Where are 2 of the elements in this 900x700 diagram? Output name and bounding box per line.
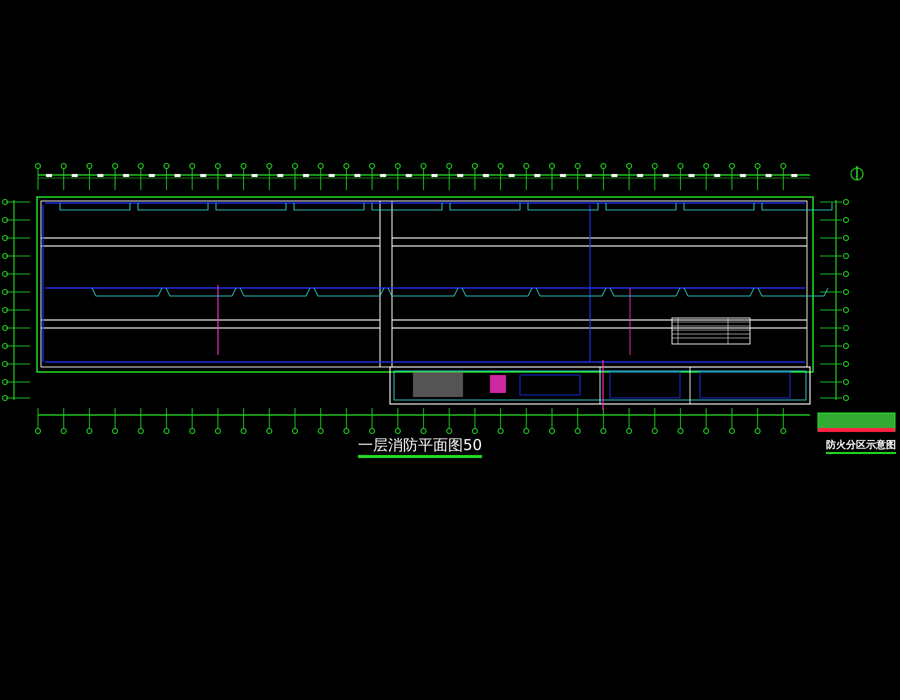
inset-caption: 防火分区示意图	[826, 440, 896, 454]
drawing-title: 一层消防平面图50	[358, 436, 482, 458]
